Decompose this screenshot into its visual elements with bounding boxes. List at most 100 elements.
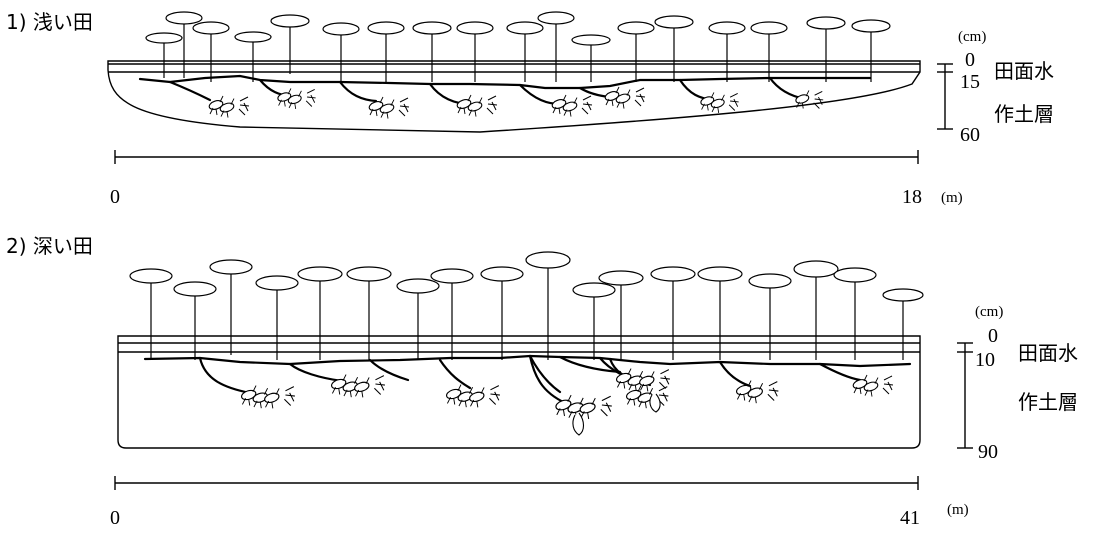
rhizome-tip xyxy=(635,88,645,106)
leaf-blade xyxy=(235,32,271,42)
lotus-leaf-icon xyxy=(130,269,172,360)
lotus-leaf-icon xyxy=(709,22,745,82)
lotus-rhizome-icon xyxy=(625,386,668,409)
panel-2-title: 2) 深い田 xyxy=(6,236,93,256)
rhizome-tip xyxy=(768,382,779,401)
leaf-blade xyxy=(807,17,845,29)
rhizome-branch xyxy=(290,364,342,381)
panel-1-scale-end: 18 xyxy=(902,187,922,207)
panel-1-scale-start: 0 xyxy=(110,187,120,207)
leaf-blade xyxy=(193,22,229,34)
leaf-blade xyxy=(572,35,610,45)
lotus-leaf-icon xyxy=(457,22,493,82)
lotus-leaf-icon xyxy=(651,267,695,360)
leaf-blade xyxy=(618,22,654,34)
panel-1-depth-unit: (cm) xyxy=(958,30,986,45)
panel-deep-field xyxy=(115,252,973,490)
lotus-rhizome-icon xyxy=(240,386,294,409)
lotus-rhizome-icon xyxy=(277,88,316,108)
leaf-blade xyxy=(397,279,439,293)
lotus-leaf-icon xyxy=(146,33,182,78)
lotus-rhizome-icon xyxy=(330,375,384,398)
rhizome-branch xyxy=(200,358,250,393)
rhizome-tip xyxy=(582,96,592,114)
leaf-blade xyxy=(538,12,574,24)
rhizome-tip xyxy=(601,396,612,416)
lotus-rhizome-icon xyxy=(735,381,778,404)
rhizome-tip xyxy=(729,93,739,110)
lotus-leaf-icon xyxy=(298,267,342,360)
panel-shallow-field xyxy=(108,12,953,164)
lotus-leaf-icon xyxy=(193,22,229,82)
panel-2-depth-unit: (cm) xyxy=(975,305,1003,320)
leaf-blade xyxy=(794,261,838,277)
leaf-blade xyxy=(573,283,615,297)
leaf-blade xyxy=(883,289,923,301)
leaf-blade xyxy=(526,252,570,268)
rhizome-tip xyxy=(659,370,670,389)
panel-1-depth-tick-60: 60 xyxy=(960,125,980,145)
leaf-blade xyxy=(481,267,523,281)
lotus-leaf-icon xyxy=(618,22,654,82)
leaf-blade xyxy=(709,22,745,34)
lotus-leaf-icon xyxy=(883,289,923,360)
panel-1-depth-tick-0: 0 xyxy=(965,50,975,70)
leaf-blade xyxy=(834,268,876,282)
lotus-rhizome-icon xyxy=(615,369,669,392)
lotus-leaf-icon xyxy=(271,15,309,74)
leaf-blade xyxy=(749,274,791,288)
lotus-leaf-icon xyxy=(751,22,787,82)
leaf-blade xyxy=(651,267,695,281)
rhizome-branch xyxy=(340,82,376,101)
lotus-rhizome-icon xyxy=(208,96,249,118)
panel-2-scale-start: 0 xyxy=(110,508,120,528)
leaf-blade xyxy=(271,15,309,27)
rhizome-branch xyxy=(440,360,470,388)
leaf-blade xyxy=(413,22,451,34)
panel-2-depth-tick-90: 90 xyxy=(978,442,998,462)
lotus-leaf-icon xyxy=(526,252,570,360)
leaf-blade xyxy=(256,276,298,290)
lotus-rhizome-icon xyxy=(551,95,592,117)
leaf-blade xyxy=(347,267,391,281)
leaf-blade xyxy=(599,271,643,285)
rhizome-tip xyxy=(487,96,497,114)
lotus-leaf-icon xyxy=(174,282,216,360)
lotus-leaf-icon xyxy=(572,35,610,82)
leaf-blade xyxy=(751,22,787,34)
leaf-blade xyxy=(210,260,252,274)
lotus-leaf-icon xyxy=(210,260,252,355)
leaf-blade xyxy=(130,269,172,283)
main-rhizome xyxy=(145,356,910,366)
rhizome-tip xyxy=(489,386,500,405)
rhizome-tip xyxy=(374,376,385,395)
lotus-leaf-icon xyxy=(397,279,439,360)
lotus-rhizome-icon xyxy=(852,375,893,397)
rhizome-tip xyxy=(883,376,893,394)
rhizome-tip xyxy=(284,387,295,406)
panel-1-soil-label: 作土層 xyxy=(994,104,1054,124)
leaf-blade xyxy=(298,267,342,281)
panel-1-depth-tick-15: 15 xyxy=(960,72,980,92)
rhizome-tip xyxy=(239,97,249,115)
lotus-rhizome-icon xyxy=(604,87,645,109)
leaf-blade xyxy=(166,12,202,24)
lotus-rhizome-icon xyxy=(700,92,739,112)
panel-2-scale-unit: (m) xyxy=(947,503,969,518)
rhizome-tip xyxy=(814,91,824,108)
rhizome-branch xyxy=(370,360,408,380)
rhizome-branch xyxy=(530,356,570,405)
lotus-leaf-icon xyxy=(235,32,271,82)
lotus-rhizome-icon xyxy=(445,385,499,408)
lotus-leaf-icon xyxy=(749,274,791,360)
lotus-leaf-icon xyxy=(256,276,298,360)
leaf-blade xyxy=(698,267,742,281)
field-outline xyxy=(118,336,920,448)
leaf-blade xyxy=(174,282,216,296)
panel-2-scale-end: 41 xyxy=(900,508,920,528)
leaf-blade xyxy=(323,23,359,35)
rhizome-branch xyxy=(170,82,210,100)
panel-1-scale-unit: (m) xyxy=(941,191,963,206)
leaf-blade xyxy=(431,269,473,283)
